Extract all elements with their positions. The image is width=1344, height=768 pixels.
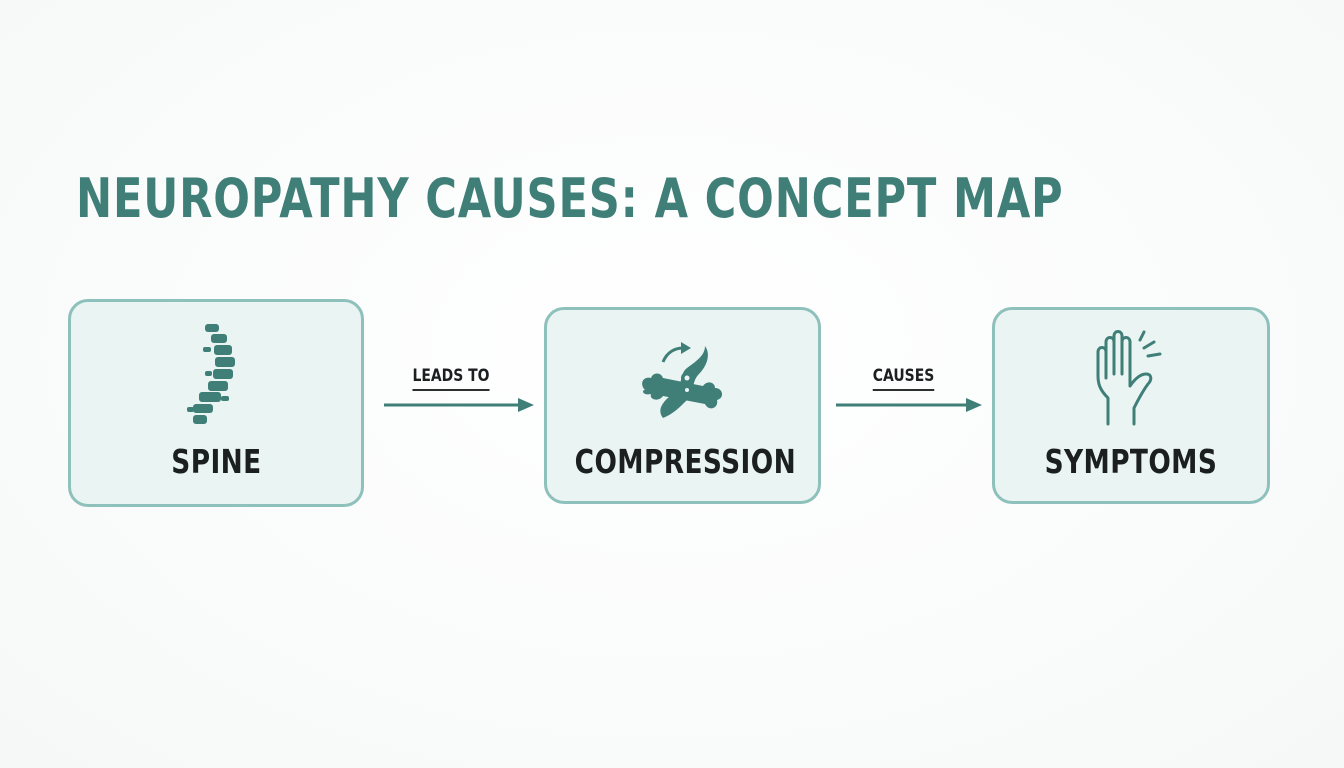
arrow-spine-to-compression (384, 398, 534, 412)
node-label-spine: SPINE (170, 442, 262, 481)
node-symptoms: SYMPTOMS (992, 307, 1270, 504)
arrow-compression-to-symptoms (836, 398, 982, 412)
spine-icon (187, 324, 235, 424)
node-compression: COMPRESSION (544, 307, 821, 504)
hand-tingling-icon (1096, 330, 1162, 426)
nerve-compression-icon (641, 342, 722, 418)
page-title: NEUROPATHY CAUSES: A CONCEPT MAP (76, 167, 1064, 230)
edge-label-causes: CAUSES (860, 366, 948, 391)
node-label-compression: COMPRESSION (574, 442, 797, 481)
node-spine: SPINE (68, 299, 364, 507)
node-label-symptoms: SYMPTOMS (1044, 442, 1218, 481)
edge-label-leads-to: LEADS TO (400, 366, 502, 391)
